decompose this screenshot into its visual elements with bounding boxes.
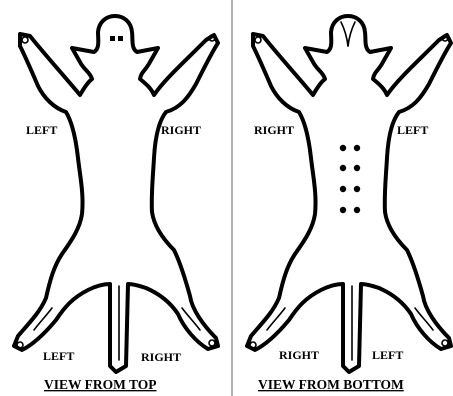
bottom-view-caption: VIEW FROM BOTTOM <box>258 377 404 392</box>
pig-outline-bottom <box>247 16 451 372</box>
bottom-view-figure <box>247 16 451 372</box>
pig-outline-top <box>14 16 218 372</box>
top-view-caption: VIEW FROM TOP <box>44 377 157 392</box>
top-view-figure <box>14 16 218 372</box>
nipple-dot <box>340 186 346 192</box>
bottom-label-upper-left: RIGHT <box>254 123 294 137</box>
bottom-label-lower-left: RIGHT <box>279 348 319 362</box>
top-label-lower-right: RIGHT <box>141 350 181 364</box>
top-label-upper-left: LEFT <box>26 123 57 137</box>
nipple-dot <box>354 145 360 151</box>
nipple-dot <box>340 207 346 213</box>
nipple-dot <box>354 207 360 213</box>
nipple-dot <box>340 165 346 171</box>
top-label-upper-right: RIGHT <box>161 123 201 137</box>
nipple-dot <box>354 186 360 192</box>
top-label-lower-left: LEFT <box>43 349 74 363</box>
eye-left-top <box>110 36 115 41</box>
bottom-label-lower-right: LEFT <box>372 348 403 362</box>
eye-right-top <box>118 36 123 41</box>
bottom-label-upper-right: LEFT <box>397 123 428 137</box>
nipple-dot <box>340 145 346 151</box>
nipple-dot <box>354 165 360 171</box>
